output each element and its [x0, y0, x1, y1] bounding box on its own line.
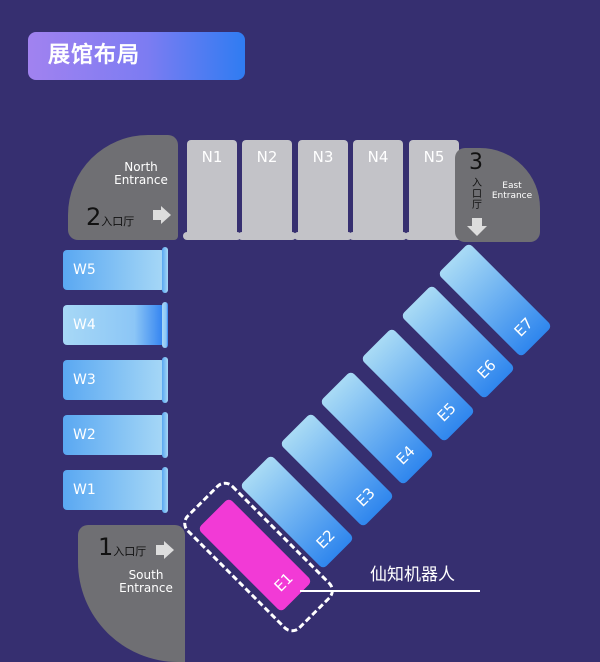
east-entrance-hall: 入口厅 [472, 178, 482, 211]
hall-e2-label: E2 [312, 526, 339, 553]
callout-line [300, 590, 480, 592]
arrow-right-icon [153, 210, 161, 220]
hall-n4[interactable]: N4 [349, 140, 407, 240]
arrow-head [164, 541, 174, 559]
hall-n1[interactable]: N1 [183, 140, 241, 240]
hall-w2[interactable]: W2 [63, 412, 168, 458]
hall-e6-label: E6 [473, 356, 500, 383]
hall-e4-label: E4 [392, 442, 419, 469]
hall-w1[interactable]: W1 [63, 467, 168, 513]
hall-n5[interactable]: N5 [405, 140, 463, 240]
arrow-head [161, 206, 171, 224]
hall-e5-label: E5 [433, 399, 460, 426]
south-entrance-label: South Entrance [119, 568, 173, 596]
east-entrance-number: 3 [469, 150, 483, 175]
east-entrance-label: East Entrance [491, 181, 533, 201]
hall-n2[interactable]: N2 [238, 140, 296, 240]
page-title: 展馆布局 [28, 32, 245, 80]
hall-w4[interactable]: W4 [63, 302, 168, 348]
arrow-right-icon [156, 545, 164, 555]
hall-w5[interactable]: W5 [63, 247, 168, 293]
north-entrance[interactable]: North Entrance 2入口厅 [68, 135, 178, 240]
hall-n3[interactable]: N3 [294, 140, 352, 240]
arrow-down-icon [472, 218, 482, 226]
south-entrance-hall: 1入口厅 [98, 533, 147, 561]
hall-e3-label: E3 [352, 484, 379, 511]
north-entrance-hall: 2入口厅 [86, 203, 135, 231]
north-entrance-label: North Entrance [114, 160, 168, 188]
arrow-head [467, 226, 487, 236]
hall-w3[interactable]: W3 [63, 357, 168, 403]
east-entrance[interactable]: 3 入口厅 East Entrance [455, 148, 540, 242]
highlight-label: 仙知机器人 [370, 565, 455, 585]
south-entrance[interactable]: 1入口厅 South Entrance [78, 525, 185, 662]
hall-e7-label: E7 [510, 314, 537, 341]
